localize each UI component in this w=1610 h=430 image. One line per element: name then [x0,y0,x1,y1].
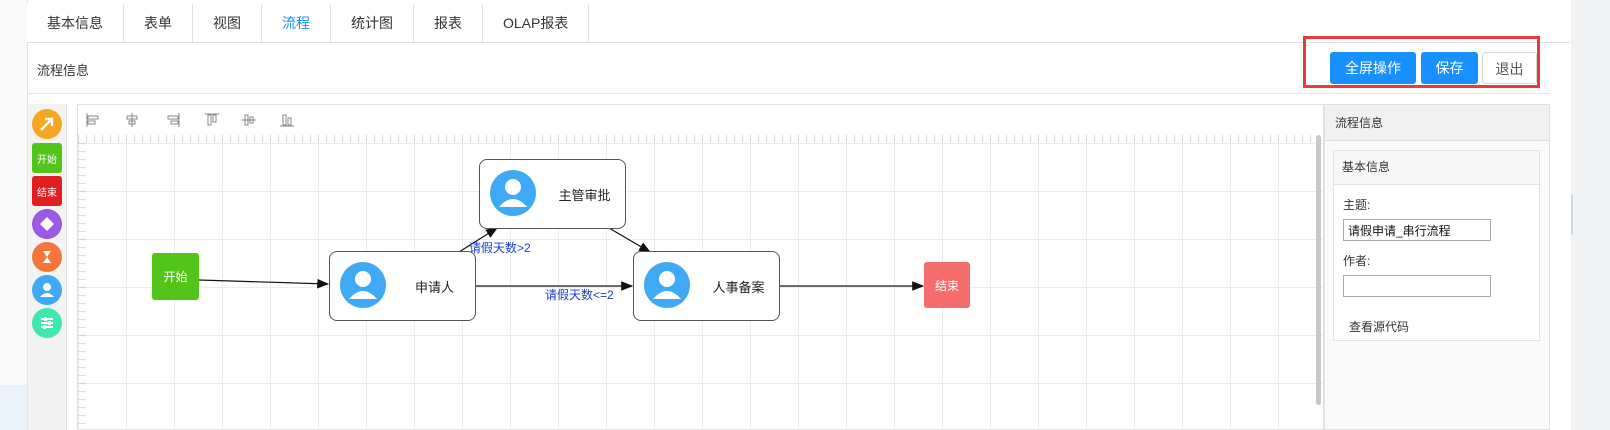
flow-edges [198,227,925,291]
subject-label: 主题: [1343,198,1371,212]
align-toolbar [78,105,1323,135]
gateway-diamond-icon[interactable] [32,209,62,239]
tab-view[interactable]: 视图 [193,4,262,42]
align-left-icon[interactable] [86,113,100,127]
horizontal-ruler [78,135,1323,143]
node-label: 申请人 [414,279,454,295]
divider [27,93,1550,94]
edge-label-le2: 请假天数<=2 [545,288,614,302]
highlight-box [1303,36,1540,88]
edge-applicant-manager[interactable] [458,227,499,253]
canvas-scrollbar[interactable] [1316,135,1321,405]
user-avatar-icon [490,170,536,216]
hr-filing-node[interactable]: 人事备案 [633,251,780,321]
timer-node-icon[interactable] [32,242,62,272]
settings-sliders-icon[interactable] [32,308,62,338]
tab-chart[interactable]: 统计图 [331,4,414,42]
view-source-link[interactable]: 查看源代码 [1349,320,1410,334]
subject-input[interactable] [1343,219,1491,241]
user-avatar-icon [644,262,690,308]
property-panel: 流程信息 基本信息 主题: 作者: 查看源代码 [1324,104,1550,430]
tab-report[interactable]: 报表 [414,4,483,42]
edge-label-gt2: 请假天数>2 [469,241,531,255]
basic-info-title: 基本信息 [1334,151,1539,185]
align-bottom-icon[interactable] [280,113,294,127]
end-node[interactable]: 结束 [924,262,970,308]
start-node[interactable]: 开始 [152,253,199,300]
manager-approval-node[interactable]: 主管审批 [479,159,626,229]
align-middle-icon[interactable] [242,113,256,127]
author-input[interactable] [1343,275,1491,297]
edge-start-applicant[interactable] [198,278,330,289]
left-gutter [0,0,27,430]
align-center-icon[interactable] [125,113,139,127]
align-top-icon[interactable] [205,113,219,127]
tab-olap-report[interactable]: OLAP报表 [483,4,590,42]
node-label: 人事备案 [712,279,765,295]
property-panel-title: 流程信息 [1325,105,1549,141]
arrow-transition-icon[interactable] [32,109,62,139]
tab-form[interactable]: 表单 [124,4,193,42]
node-label: 主管审批 [558,187,611,203]
section-title: 流程信息 [37,63,90,78]
fullscreen-button[interactable]: 全屏操作 [1330,52,1416,84]
user-task-icon[interactable] [32,275,62,305]
user-avatar-icon [340,262,386,308]
align-right-icon[interactable] [166,113,180,127]
save-button[interactable]: 保存 [1421,52,1478,84]
applicant-task-node[interactable]: 申请人 [329,251,476,321]
tab-flow[interactable]: 流程 [262,4,331,42]
right-gutter [1567,0,1610,430]
start-node-tool[interactable]: 开始 [32,143,62,173]
exit-button[interactable]: 退出 [1482,52,1537,84]
basic-info-card: 基本信息 主题: 作者: 查看源代码 [1333,150,1540,341]
end-node-tool[interactable]: 结束 [32,176,62,206]
node-palette: 开始 结束 [28,104,67,430]
vertical-ruler [78,143,86,429]
edge-manager-hr[interactable] [608,227,652,253]
tab-basic-info[interactable]: 基本信息 [27,4,124,42]
author-label: 作者: [1343,254,1371,268]
tab-bar: 基本信息 表单 视图 流程 统计图 报表 OLAP报表 [27,4,1570,43]
flow-canvas[interactable]: 开始 申请人 主管审批 人事备案 结束 请假天数>2 请假天数<=2 [77,104,1324,430]
